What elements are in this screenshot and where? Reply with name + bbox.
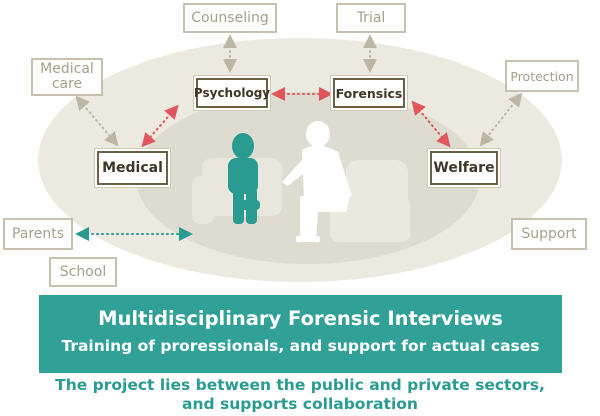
psychology-label: Psychology <box>193 86 271 100</box>
trial-label: Trial <box>356 9 386 26</box>
forensics-box: Forensics <box>333 78 405 108</box>
parents-box: Parents <box>3 218 73 250</box>
arrow-medicalcare-medical <box>75 95 119 147</box>
welfare-box: Welfare <box>430 151 498 185</box>
protection-box: Protection <box>505 60 579 92</box>
counseling-label: Counseling <box>191 9 269 26</box>
arrow-psychology-medical <box>141 104 179 148</box>
forensics-label: Forensics <box>335 85 403 101</box>
counseling-box: Counseling <box>183 3 277 33</box>
support-box: Support <box>511 218 587 250</box>
caption: The project lies between the public and … <box>0 376 600 414</box>
parents-label: Parents <box>11 225 65 242</box>
medical-label: Medical <box>102 160 163 176</box>
arrow-protection-welfare <box>479 92 523 147</box>
trial-box: Trial <box>336 3 406 33</box>
medical-care-label: Medical care <box>40 61 94 92</box>
title-banner: Multidisciplinary Forensic Interviews Tr… <box>39 295 562 373</box>
psychology-box: Psychology <box>193 78 271 108</box>
school-box: School <box>49 257 117 287</box>
adult-figure-icon <box>282 121 352 242</box>
caption-line-1: The project lies between the public and … <box>55 376 545 394</box>
caption-line-2: and supports collaboration <box>182 395 418 413</box>
banner-title: Multidisciplinary Forensic Interviews <box>98 307 503 330</box>
welfare-label: Welfare <box>433 160 495 176</box>
protection-label: Protection <box>510 68 574 84</box>
child-figure-icon <box>228 133 260 224</box>
sofa-right-icon <box>330 160 410 242</box>
school-label: School <box>59 263 107 280</box>
medical-box: Medical <box>97 151 168 185</box>
banner-subtitle: Training of proressionals, and support f… <box>61 337 540 355</box>
medical-care-box: Medical care <box>31 58 103 96</box>
arrow-forensics-welfare <box>411 100 451 148</box>
support-label: Support <box>521 225 577 242</box>
